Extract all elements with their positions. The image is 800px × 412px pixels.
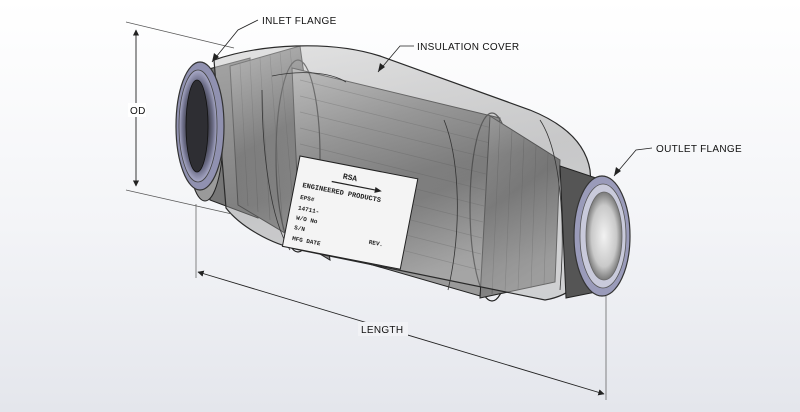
od-dimension: OD [125, 21, 235, 215]
inlet-flange-label: INLET FLANGE [262, 16, 337, 27]
insulation-cover [213, 45, 597, 301]
length-dimension: LENGTH [195, 204, 607, 400]
inlet-flange-leader [211, 19, 259, 63]
outlet-flange-arrowhead [614, 167, 621, 176]
od-extension-top [125, 21, 235, 49]
callout-insulation-cover: INSULATION COVER [377, 42, 519, 73]
length-label: LENGTH [361, 325, 403, 336]
callout-outlet-flange: OUTLET FLANGE [613, 144, 742, 177]
nameplate: RSA ENGINEERED PRODUCTS EPS# 14711- W/O … [281, 155, 419, 270]
od-label: OD [130, 106, 146, 117]
flow-arrow-icon [374, 186, 382, 193]
od-extension-bottom [125, 189, 233, 215]
nameplate-line4: S/N [294, 224, 306, 233]
nameplate-line1: EPS# [299, 194, 315, 204]
length-label-bg [358, 322, 408, 336]
nameplate-line2: 14711- [297, 205, 320, 216]
od-label-bg [128, 103, 146, 117]
insulation-cover-label: INSULATION COVER [417, 42, 519, 53]
inlet-flange [175, 61, 225, 191]
insulation-cover-leader [377, 45, 414, 73]
outlet-flange-leader [613, 147, 653, 177]
nameplate-line3: W/O No [295, 214, 318, 225]
nameplate-brand: RSA [342, 173, 358, 185]
insulation-cover-arrowhead [378, 63, 385, 72]
nameplate-rev: REV. [368, 239, 383, 249]
outlet-flange-label: OUTLET FLANGE [656, 144, 742, 155]
callout-inlet-flange: INLET FLANGE [211, 16, 337, 63]
inlet-flange-arrowhead [212, 53, 219, 62]
nameplate-arrow-line [331, 180, 376, 191]
nameplate-panel [281, 155, 419, 270]
outlet-flange [559, 165, 631, 299]
